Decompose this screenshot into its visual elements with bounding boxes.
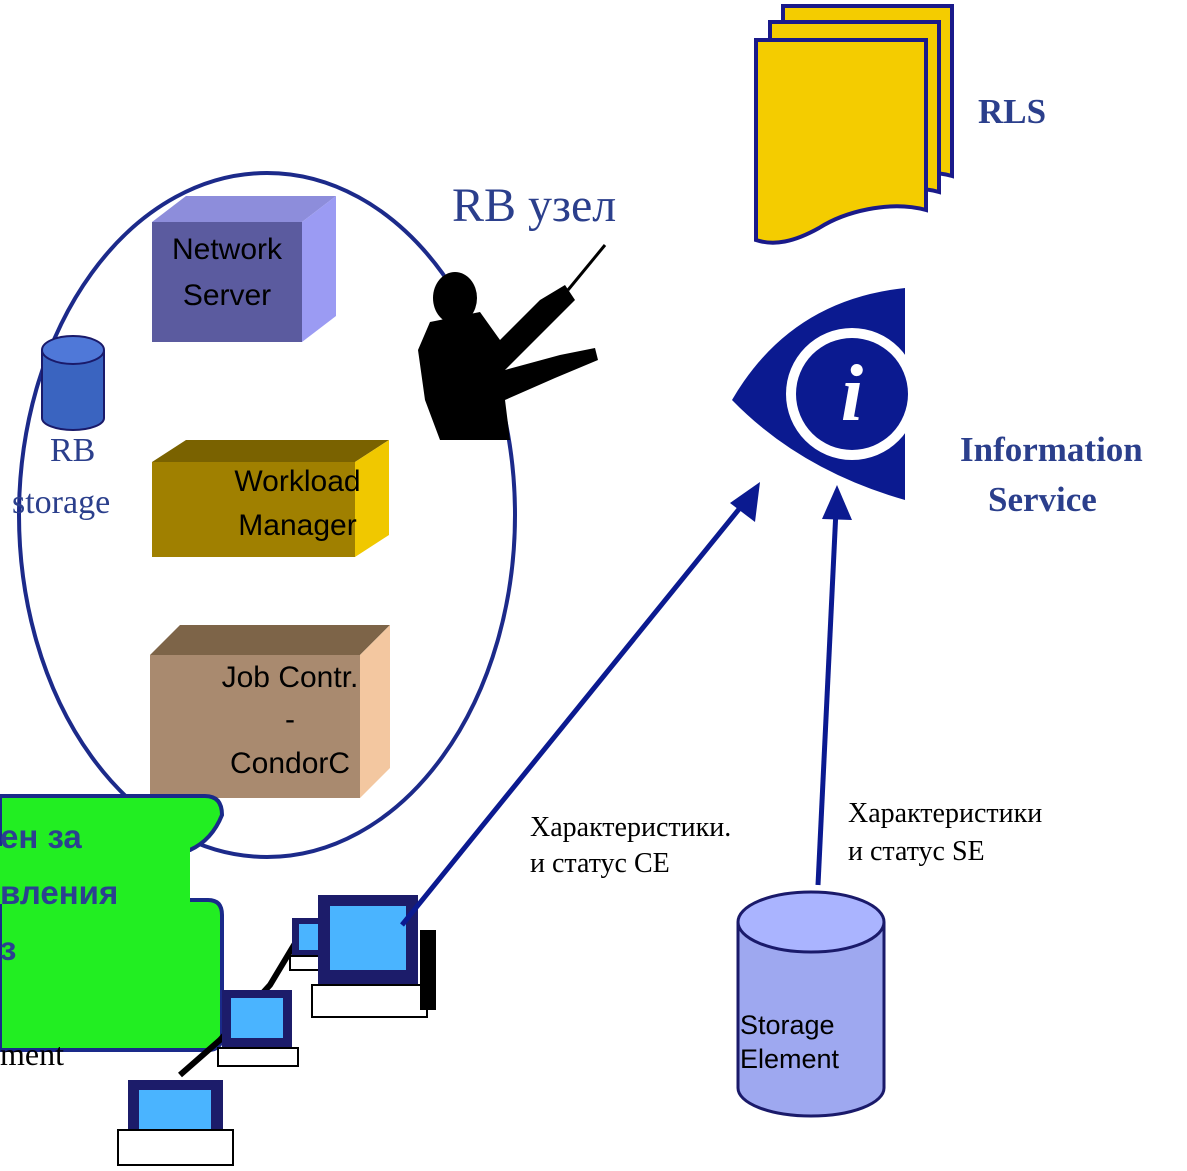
rb-node-ellipse [17, 171, 517, 859]
documents-icon [754, 4, 954, 245]
job-contr-label-1: Job Contr. [221, 661, 359, 694]
info-service-line1: Information [960, 430, 1143, 469]
rb-storage-cylinder [41, 335, 105, 431]
se-status-line1: Характеристики [848, 798, 1043, 829]
network-server-label-1: Network [171, 233, 283, 266]
svg-text:i: i [841, 350, 863, 438]
job-contr-label-3: CondorC [229, 747, 351, 780]
conductor-icon [418, 244, 607, 440]
network-server-box [152, 196, 336, 342]
storage-element-line1: Storage [740, 1010, 835, 1040]
rb-storage-line2: storage [12, 484, 111, 521]
workload-manager-label-1: Workload [234, 465, 361, 498]
callout-line2: вления [0, 874, 119, 911]
job-controller-box [150, 625, 390, 798]
network-server-label-2: Server [182, 279, 272, 312]
job-contr-label-2: - [285, 703, 295, 736]
se-status-arrow [815, 485, 852, 886]
ce-status-line2: и статус CE [530, 848, 670, 879]
se-status-line2: и статус SE [848, 836, 985, 867]
computing-element-fragment: ment [0, 1036, 64, 1072]
callout-line1: ен за [0, 818, 82, 855]
info-icon: i [732, 288, 918, 500]
info-service-line2: Service [988, 480, 1097, 519]
workload-manager-box [152, 440, 389, 557]
workload-manager-label-2: Manager [238, 509, 357, 542]
rb-storage-line1: RB [50, 432, 96, 469]
computer-network-icon [117, 895, 436, 1166]
rls-label: RLS [978, 92, 1047, 131]
rb-node-title: RB узел [452, 179, 617, 232]
callout-line3: з [0, 930, 17, 967]
storage-element-cylinder [736, 890, 886, 1118]
storage-element-line2: Element [740, 1044, 840, 1074]
ce-status-arrow [400, 482, 760, 927]
ce-status-line1: Характеристики. [530, 812, 732, 843]
